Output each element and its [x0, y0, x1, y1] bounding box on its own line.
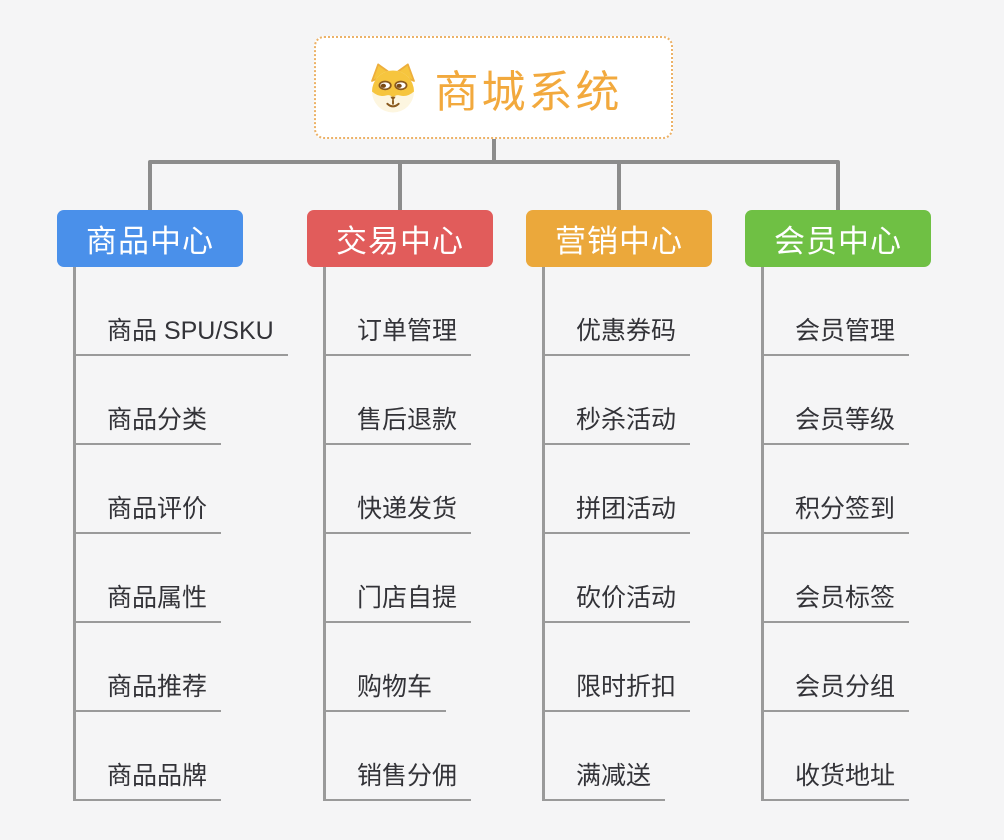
leaf-sales-commission[interactable]: 销售分佣: [326, 756, 472, 801]
leaf-row: 限时折扣: [545, 623, 712, 712]
branch-body: 优惠券码 秒杀活动 拼团活动 砍价活动 限时折扣 满减送: [542, 267, 712, 801]
leaf-row: 销售分佣: [326, 712, 493, 801]
branch-body: 订单管理 售后退款 快递发货 门店自提 购物车 销售分佣: [323, 267, 493, 801]
leaf-row: 会员标签: [764, 534, 931, 623]
leaf-product-attribute[interactable]: 商品属性: [76, 578, 222, 623]
root-node[interactable]: 商城系统: [314, 36, 673, 139]
leaf-shipping-address[interactable]: 收货地址: [764, 756, 910, 801]
branch-marketing-center: 营销中心 优惠券码 秒杀活动 拼团活动 砍价活动 限时折扣 满减送: [526, 210, 712, 801]
leaf-row: 商品评价: [76, 445, 243, 534]
leaf-row: 积分签到: [764, 445, 931, 534]
leaf-limited-time-discount[interactable]: 限时折扣: [545, 667, 691, 712]
branch-body: 会员管理 会员等级 积分签到 会员标签 会员分组 收货地址: [761, 267, 931, 801]
leaf-flash-sale[interactable]: 秒杀活动: [545, 400, 691, 445]
leaf-member-group[interactable]: 会员分组: [764, 667, 910, 712]
leaf-coupon-code[interactable]: 优惠券码: [545, 311, 691, 356]
leaf-group-buy[interactable]: 拼团活动: [545, 489, 691, 534]
branch-header-marketing-center[interactable]: 营销中心: [526, 210, 712, 267]
branch-header-product-center[interactable]: 商品中心: [57, 210, 243, 267]
leaf-row: 会员等级: [764, 356, 931, 445]
leaf-row: 订单管理: [326, 267, 493, 356]
leaf-row: 商品推荐: [76, 623, 243, 712]
leaf-shopping-cart[interactable]: 购物车: [326, 667, 447, 712]
branch-rail-line: [148, 160, 840, 210]
branch-body: 商品 SPU/SKU 商品分类 商品评价 商品属性 商品推荐 商品品牌: [73, 267, 288, 801]
leaf-product-spu-sku[interactable]: 商品 SPU/SKU: [76, 311, 288, 356]
leaf-member-management[interactable]: 会员管理: [764, 311, 910, 356]
leaf-row: 优惠券码: [545, 267, 712, 356]
leaf-product-category[interactable]: 商品分类: [76, 400, 222, 445]
leaf-row: 砍价活动: [545, 534, 712, 623]
leaf-row: 会员分组: [764, 623, 931, 712]
leaf-row: 商品品牌: [76, 712, 243, 801]
leaf-row: 售后退款: [326, 356, 493, 445]
leaf-aftersale-refund[interactable]: 售后退款: [326, 400, 472, 445]
branch-product-center: 商品中心 商品 SPU/SKU 商品分类 商品评价 商品属性 商品推荐 商品品牌: [57, 210, 288, 801]
leaf-row: 拼团活动: [545, 445, 712, 534]
branch-trade-center: 交易中心 订单管理 售后退款 快递发货 门店自提 购物车 销售分佣: [307, 210, 493, 801]
branch-header-member-center[interactable]: 会员中心: [745, 210, 931, 267]
leaf-row: 商品属性: [76, 534, 243, 623]
leaf-product-brand[interactable]: 商品品牌: [76, 756, 222, 801]
leaf-row: 购物车: [326, 623, 493, 712]
dog-icon: [370, 63, 415, 112]
leaf-order-management[interactable]: 订单管理: [326, 311, 472, 356]
leaf-full-reduction[interactable]: 满减送: [545, 756, 666, 801]
leaf-row: 商品 SPU/SKU: [76, 267, 288, 356]
leaf-member-tag[interactable]: 会员标签: [764, 578, 910, 623]
leaf-bargain-activity[interactable]: 砍价活动: [545, 578, 691, 623]
branch-member-center: 会员中心 会员管理 会员等级 积分签到 会员标签 会员分组 收货地址: [745, 210, 931, 801]
leaf-member-level[interactable]: 会员等级: [764, 400, 910, 445]
leaf-row: 门店自提: [326, 534, 493, 623]
leaf-row: 快递发货: [326, 445, 493, 534]
branch-header-trade-center[interactable]: 交易中心: [307, 210, 493, 267]
leaf-points-checkin[interactable]: 积分签到: [764, 489, 910, 534]
leaf-row: 秒杀活动: [545, 356, 712, 445]
leaf-express-shipping[interactable]: 快递发货: [326, 489, 472, 534]
leaf-row: 会员管理: [764, 267, 931, 356]
leaf-product-recommend[interactable]: 商品推荐: [76, 667, 222, 712]
leaf-row: 商品分类: [76, 356, 243, 445]
leaf-row: 满减送: [545, 712, 712, 801]
leaf-product-review[interactable]: 商品评价: [76, 489, 222, 534]
root-title: 商城系统: [434, 67, 623, 117]
leaf-store-pickup[interactable]: 门店自提: [326, 578, 472, 623]
leaf-row: 收货地址: [764, 712, 931, 801]
